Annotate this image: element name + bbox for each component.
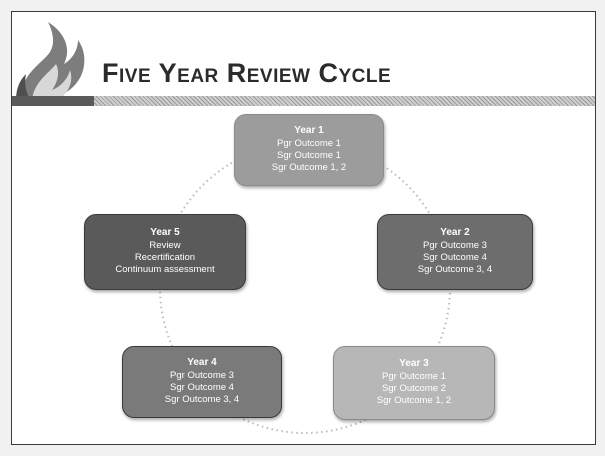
year-5-box: Year 5 Review Recertification Continuum … (84, 214, 246, 290)
title-rule-accent (12, 96, 94, 106)
year-1-line: Sgr Outcome 1 (277, 150, 341, 162)
year-4-line: Pgr Outcome 3 (170, 370, 234, 382)
year-4-box: Year 4 Pgr Outcome 3 Sgr Outcome 4 Sgr O… (122, 346, 282, 418)
slide: Five Year Review Cycle Year 1 Pgr Outcom… (11, 11, 596, 445)
year-2-box: Year 2 Pgr Outcome 3 Sgr Outcome 4 Sgr O… (377, 214, 533, 290)
slide-title: Five Year Review Cycle (102, 58, 392, 88)
year-5-line: Review (149, 240, 181, 252)
year-5-line: Continuum assessment (115, 264, 215, 276)
title-rule (12, 96, 595, 106)
year-4-title: Year 4 (187, 357, 217, 369)
year-5-title: Year 5 (150, 227, 180, 239)
year-4-line: Sgr Outcome 3, 4 (164, 394, 240, 406)
year-1-line: Sgr Outcome 1, 2 (271, 162, 347, 174)
slide-header: Five Year Review Cycle (12, 12, 595, 106)
year-4-line: Sgr Outcome 4 (170, 382, 234, 394)
year-2-line: Pgr Outcome 3 (423, 240, 487, 252)
year-1-box: Year 1 Pgr Outcome 1 Sgr Outcome 1 Sgr O… (234, 114, 384, 186)
year-3-title: Year 3 (399, 358, 429, 370)
year-3-line: Sgr Outcome 2 (382, 383, 446, 395)
year-2-line: Sgr Outcome 3, 4 (417, 264, 493, 276)
year-2-line: Sgr Outcome 4 (423, 252, 487, 264)
year-5-line: Recertification (134, 252, 196, 264)
year-1-title: Year 1 (294, 125, 324, 137)
year-3-box: Year 3 Pgr Outcome 1 Sgr Outcome 2 Sgr O… (333, 346, 495, 420)
year-2-title: Year 2 (440, 227, 470, 239)
year-1-line: Pgr Outcome 1 (277, 138, 341, 150)
year-3-line: Pgr Outcome 1 (382, 371, 446, 383)
year-3-line: Sgr Outcome 1, 2 (376, 395, 452, 407)
flame-logo-icon (12, 12, 94, 102)
